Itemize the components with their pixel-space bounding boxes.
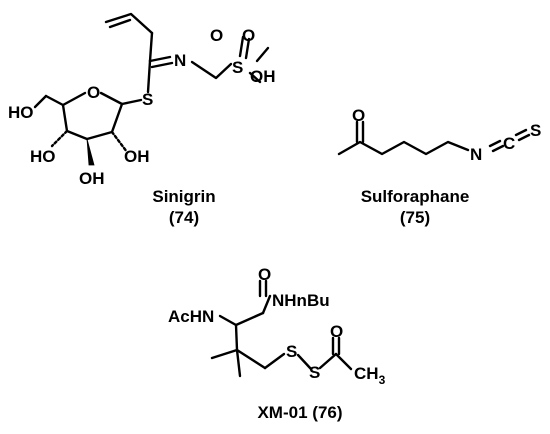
sulforaphane-name: Sulforaphane <box>361 187 470 206</box>
xm01-acetamido: AcHN <box>168 307 214 326</box>
sinigrin-c3-hydroxyl: OH <box>79 169 105 188</box>
xm01-methyl-subscript: 3 <box>379 373 386 387</box>
xm01-methyl-ch: CH <box>354 364 379 383</box>
xm01-name: XM-01 (76) <box>257 403 342 422</box>
sulforaphane-sulfur: S <box>530 121 541 140</box>
xm01-structure: O NHnBu AcHN S S O CH3 XM-01 (76) <box>168 265 386 422</box>
sinigrin-sulfonyl-oxygen-1: O <box>210 26 223 45</box>
sinigrin-sulfonyl-oxygen-2: O <box>242 26 255 45</box>
xm01-sulfur-1: S <box>286 342 297 361</box>
sulforaphane-nitrogen: N <box>470 145 482 164</box>
xm01-acetyl-oxygen: O <box>330 322 343 341</box>
xm01-nhnbu: NHnBu <box>272 291 330 310</box>
sinigrin-c4-hydroxyl: HO <box>30 147 56 166</box>
sulforaphane-number: (75) <box>400 208 430 227</box>
sinigrin-sulfonic-oh: OH <box>250 67 276 86</box>
xm01-sulfur-2: S <box>309 363 320 382</box>
sinigrin-c2-hydroxyl: OH <box>124 147 150 166</box>
sulforaphane-carbon: C <box>503 134 515 153</box>
sinigrin-structure: O O S OH N S O HO HO OH OH Sinigrin (74) <box>8 12 276 227</box>
xm01-name-text: XM-01 <box>257 403 307 422</box>
sinigrin-number: (74) <box>169 208 199 227</box>
sinigrin-ring-oxygen: O <box>87 83 100 102</box>
sinigrin-name: Sinigrin <box>152 187 215 206</box>
sinigrin-ch2-hydroxyl: HO <box>8 103 34 122</box>
sulforaphane-keto-oxygen: O <box>352 106 365 125</box>
sulforaphane-structure: O N C S Sulforaphane (75) <box>337 106 541 227</box>
sinigrin-imine-nitrogen: N <box>174 51 186 70</box>
xm01-amide-oxygen: O <box>258 265 271 284</box>
sinigrin-thio-sulfur: S <box>142 90 153 109</box>
xm01-number: (76) <box>312 403 342 422</box>
sinigrin-sulfonyl-sulfur: S <box>232 58 243 77</box>
xm01-methyl: CH3 <box>354 364 386 387</box>
